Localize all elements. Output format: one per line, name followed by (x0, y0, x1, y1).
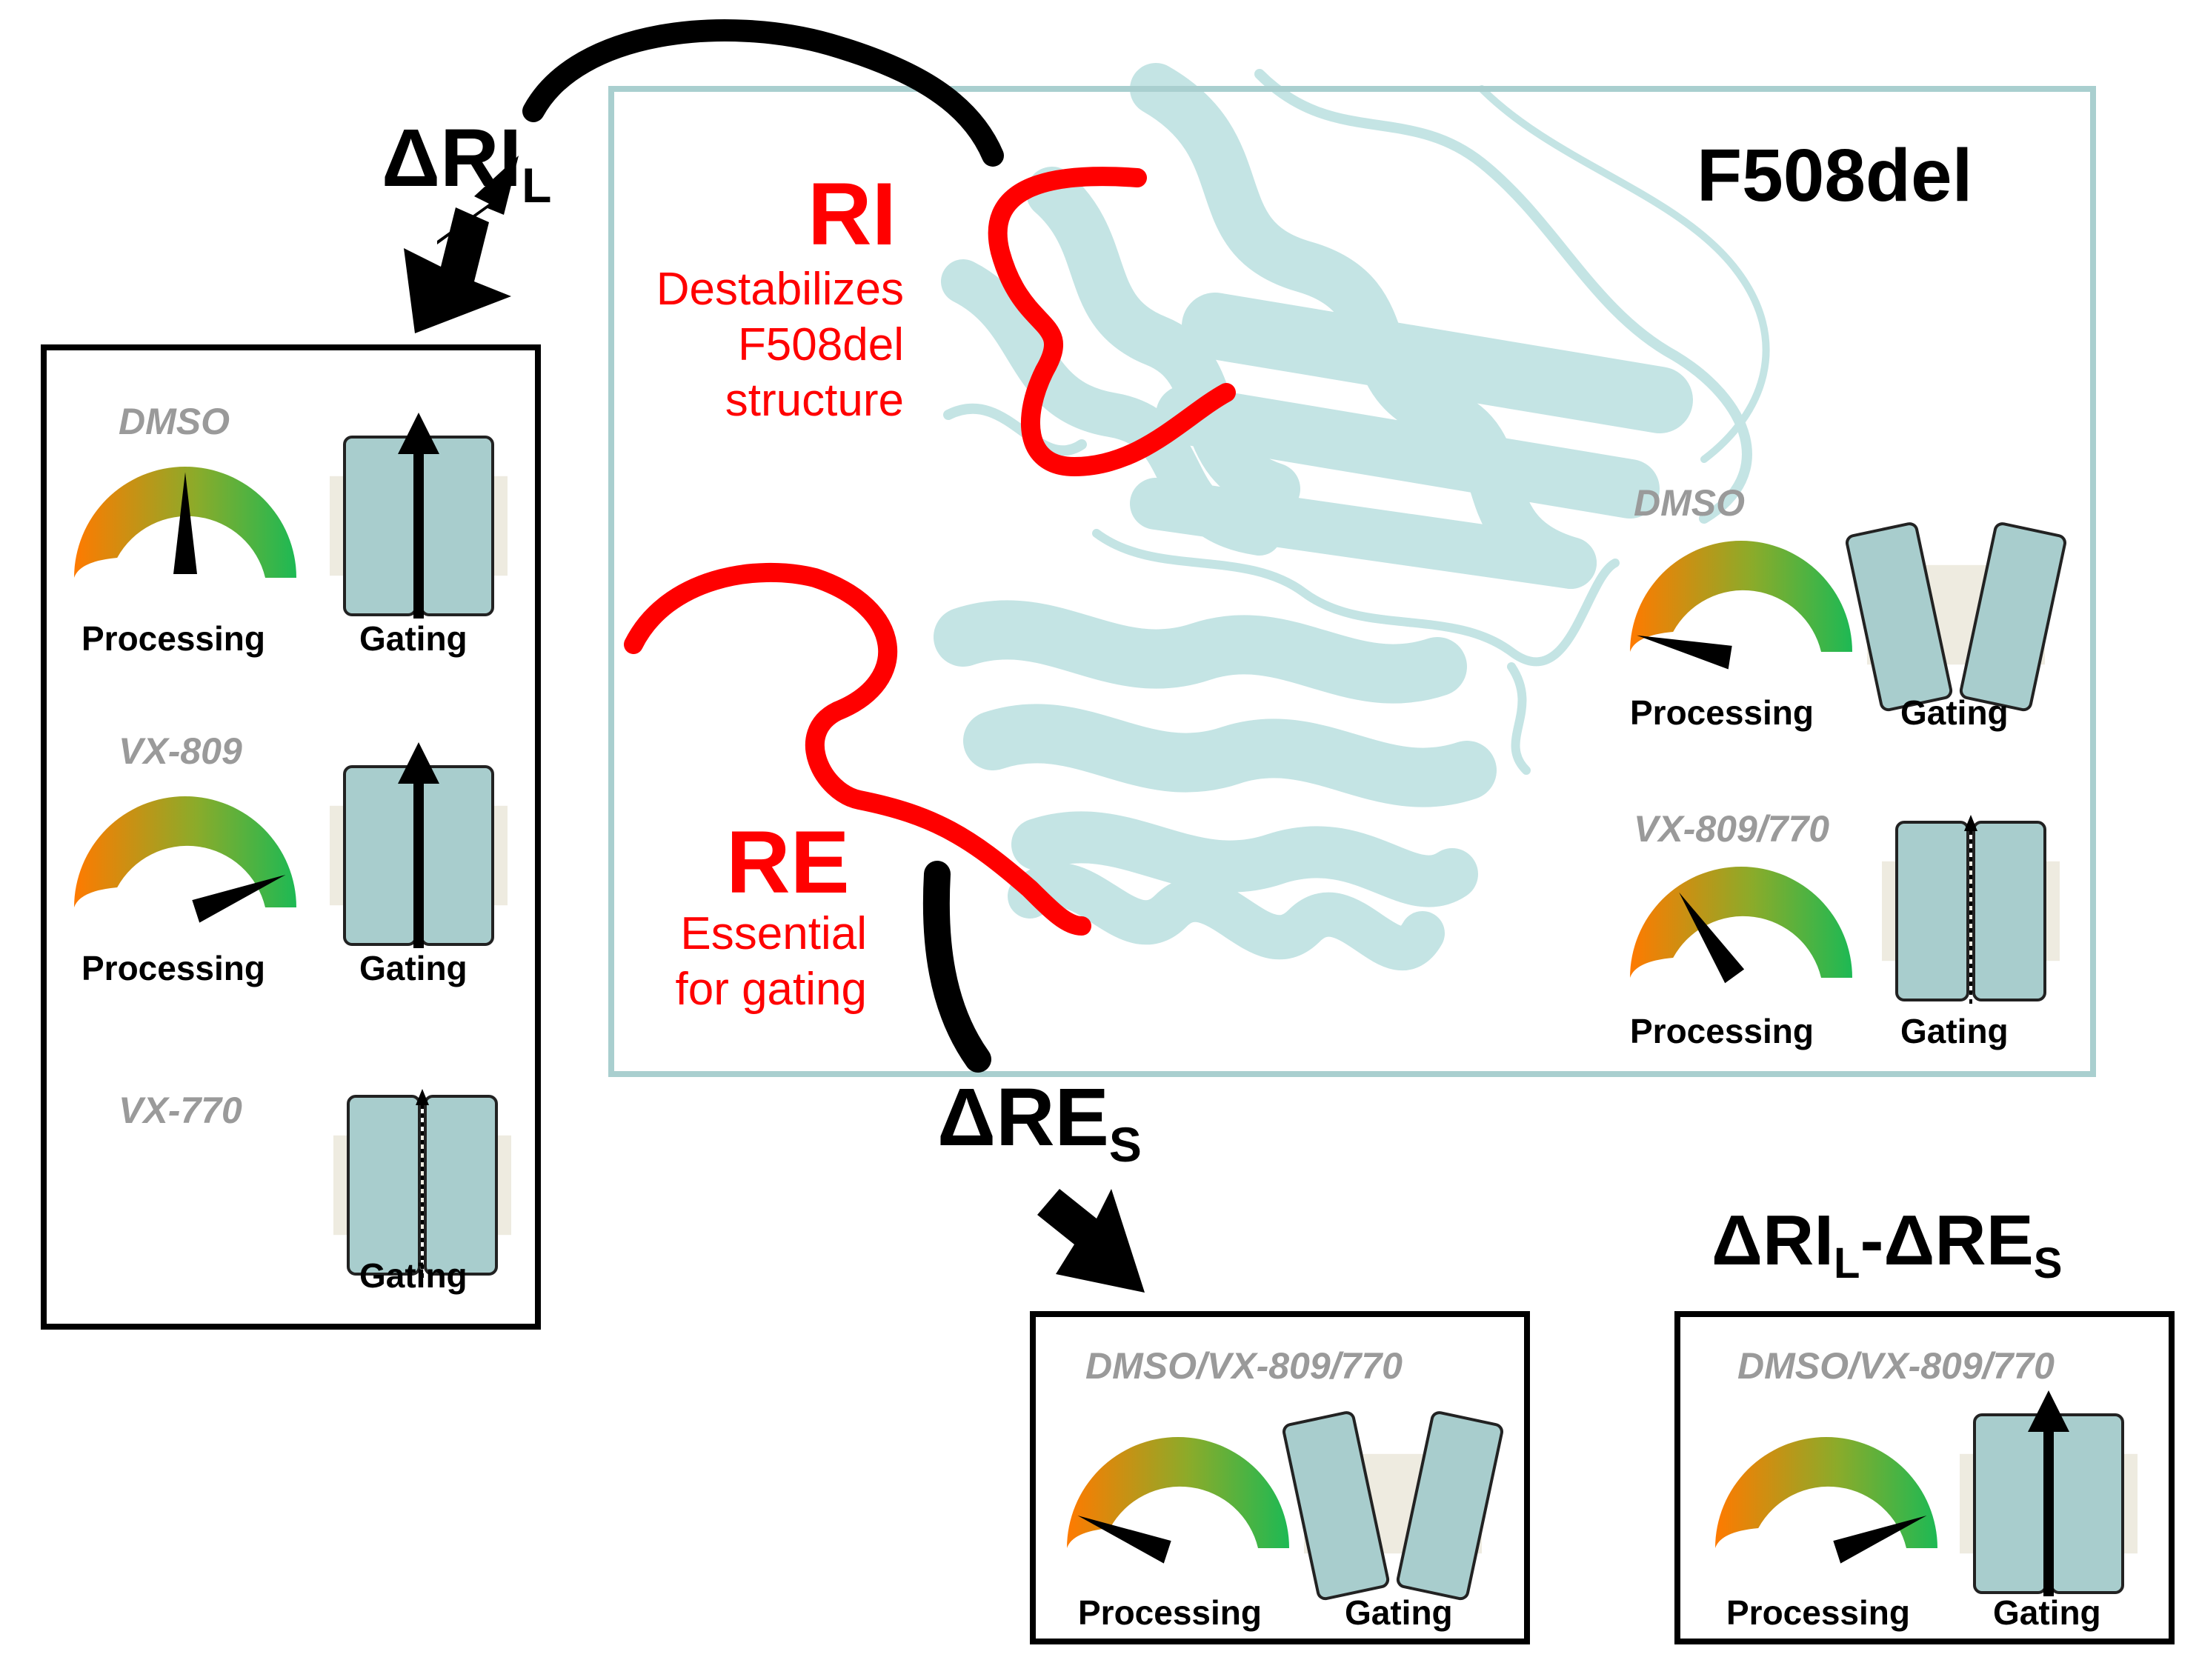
re-s-panel (1030, 1311, 1530, 1644)
combo-gating-label-0: Gating (1993, 1593, 2101, 1632)
ri_l-gauge-0 (74, 467, 296, 578)
combo-channel-0 (1960, 1390, 2138, 1596)
f508del-condition-0: DMSO (1634, 482, 1745, 524)
re_s-gating-label-0: Gating (1345, 1593, 1453, 1632)
ri_l-gauge-0-needle (173, 472, 197, 574)
ri-desc-1: Destabilizes (656, 264, 904, 315)
re-desc-2: for gating (675, 964, 867, 1015)
f508del-title: F508del (1697, 134, 1973, 217)
re-deletion-big-arrow (1037, 1189, 1145, 1293)
ri-deletion-arrowhead (437, 156, 519, 244)
re_s-condition-0: DMSO/VX-809/770 (1085, 1345, 1403, 1387)
ri_l-gauge-1-needle (192, 874, 286, 923)
re-deletion-label: ΔRES (937, 1072, 1142, 1172)
ri_l-gauge-1 (74, 796, 296, 923)
combo-gauge-0 (1715, 1437, 1937, 1564)
ri_l-processing-label-1: Processing (81, 949, 265, 987)
f508del-channel-0 (1846, 522, 2066, 712)
protein-structure (934, 63, 1770, 970)
f508del-condition-1: VX-809/770 (1634, 808, 1830, 850)
ri_l-gating-label-0: Gating (359, 619, 468, 658)
f508del-channel-1 (1882, 815, 2060, 1004)
f508del-processing-label-0: Processing (1630, 693, 1814, 732)
f508del-processing-label-1: Processing (1630, 1012, 1814, 1050)
main-panel-frame (608, 86, 2096, 1077)
ri_l-condition-1: VX-809 (119, 730, 242, 772)
ri-deletion-big-arrow (404, 207, 511, 333)
ri_l-channel-2 (333, 1089, 511, 1278)
f508del-gating-label-1: Gating (1900, 1012, 2009, 1050)
f508del-gauge-0 (1630, 541, 1852, 670)
f508del-gauge-1 (1630, 867, 1852, 984)
ri_l-condition-0: DMSO (119, 401, 230, 442)
combo-gauge-0-needle (1833, 1515, 1927, 1564)
ri-desc-2: F508del (737, 319, 904, 370)
combo-deletion-label: ΔRIL-ΔRES (1711, 1201, 2063, 1287)
ri_l-condition-2: VX-770 (119, 1090, 242, 1131)
ri-deletion-curve-arrow (522, 19, 1004, 167)
ri_l-gating-label-1: Gating (359, 949, 468, 987)
ri-region-loop (988, 167, 1236, 477)
re-deletion-curve-arrow (922, 861, 991, 1073)
ri-label: RI (808, 164, 896, 264)
re_s-gauge-0-needle (1077, 1515, 1171, 1564)
combo-processing-label-0: Processing (1726, 1593, 1910, 1632)
ri-l-panel (41, 344, 541, 1330)
combo-panel (1674, 1311, 2175, 1644)
re-region-loop (624, 562, 1091, 936)
f508del-gating-label-0: Gating (1900, 693, 2009, 732)
re_s-processing-label-0: Processing (1078, 1593, 1262, 1632)
re_s-channel-0 (1283, 1411, 1503, 1601)
re_s-gauge-0 (1067, 1437, 1289, 1564)
f508del-gauge-0-needle (1637, 635, 1732, 670)
re-desc-1: Essential (680, 908, 867, 959)
ri-desc-3: structure (725, 375, 904, 426)
ri-deletion-label: ΔRIL (382, 113, 552, 213)
ri_l-channel-1 (330, 742, 508, 948)
ri_l-gating-label-2: Gating (359, 1256, 468, 1295)
re-label: RE (726, 813, 850, 912)
ri_l-processing-label-0: Processing (81, 619, 265, 658)
f508del-gauge-1-needle (1679, 892, 1745, 984)
combo-condition-0: DMSO/VX-809/770 (1737, 1345, 2055, 1387)
ri_l-channel-0 (330, 413, 508, 619)
